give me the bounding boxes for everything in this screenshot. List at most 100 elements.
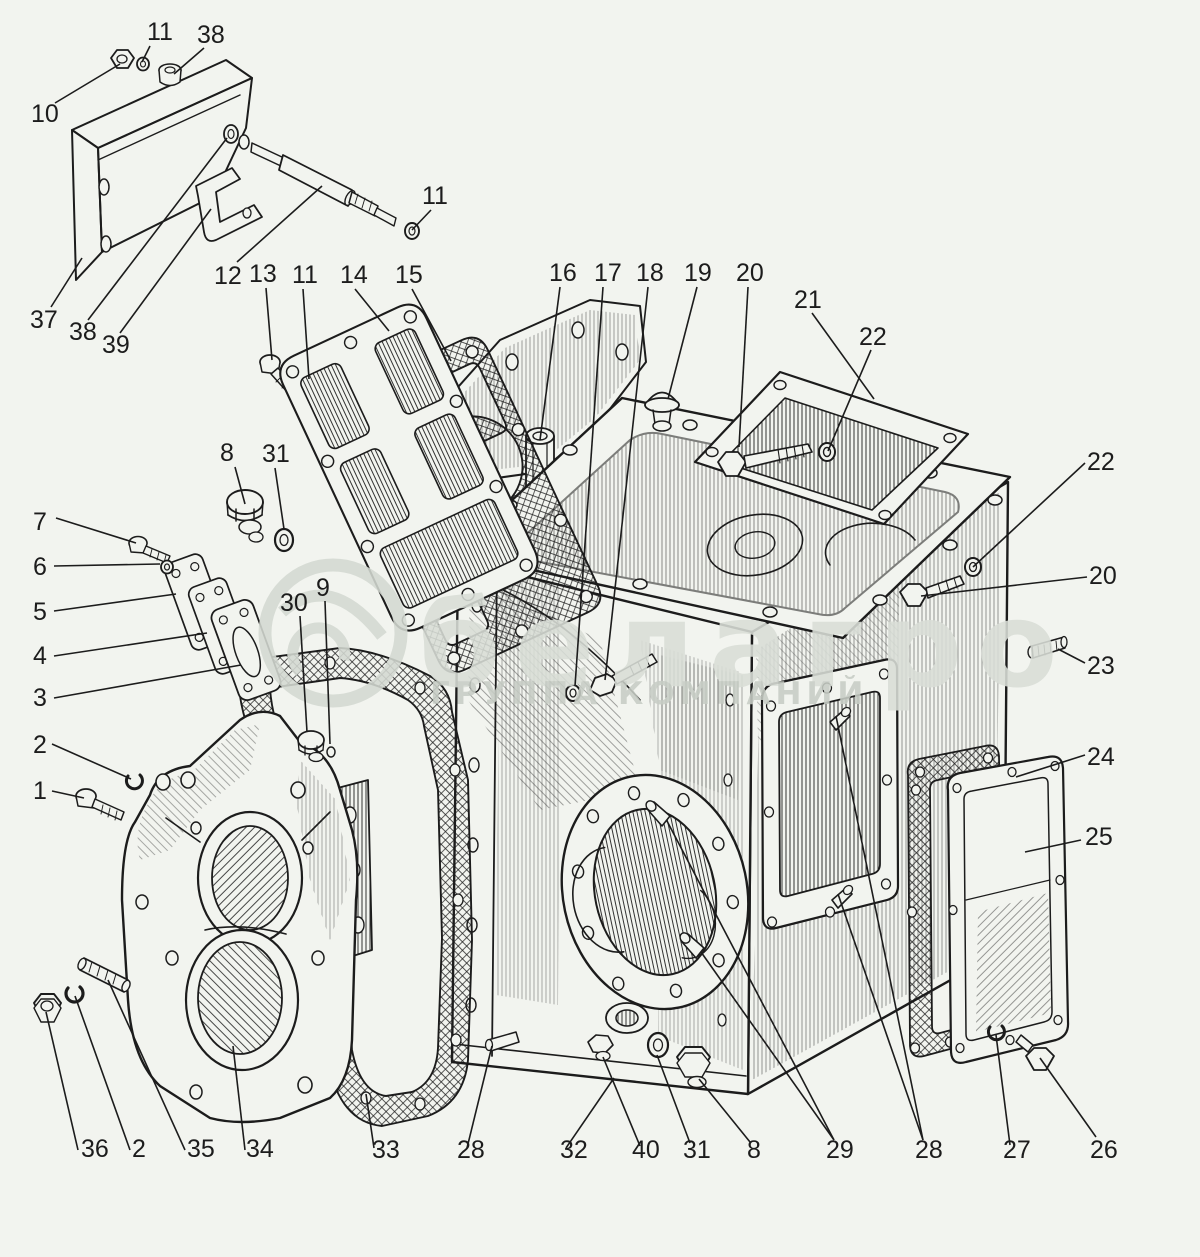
callout-leader-11: [302, 288, 310, 380]
callout-leader-4: [53, 632, 208, 657]
callout-label-39: 39: [102, 331, 130, 359]
callout-label-6: 6: [33, 553, 47, 581]
callout-leader-22: [827, 349, 872, 452]
callout-label-22: 22: [859, 323, 887, 351]
watermark-subtitle: ГРУППА КОМПАНИЙ: [430, 676, 868, 712]
lock-washer-2b: [64, 985, 85, 1004]
callout-label-12: 12: [214, 262, 242, 290]
dowel-pins-28: [829, 706, 854, 909]
hole-9: [326, 746, 336, 758]
callout-label-31: 31: [683, 1136, 711, 1164]
callout-label-18: 18: [636, 259, 664, 287]
callout-leader-12: [236, 185, 323, 263]
lock-washer-2t: [124, 773, 144, 791]
callout-leader-15: [411, 288, 452, 362]
callout-leader-2: [74, 995, 131, 1151]
stud-23: [1027, 635, 1068, 659]
callout-label-27: 27: [1003, 1136, 1031, 1164]
callout-label-30: 30: [280, 589, 308, 617]
callout-label-33: 33: [372, 1136, 400, 1164]
callout-label-4: 4: [33, 642, 47, 670]
callout-label-28: 28: [915, 1136, 943, 1164]
callout-leader-32: [565, 1077, 615, 1149]
callout-leader-40: [602, 1056, 641, 1147]
callout-leader-33: [365, 1093, 375, 1149]
callout-leader-11: [141, 45, 151, 63]
callout-leader-19: [667, 286, 698, 400]
nut-10: [110, 49, 135, 69]
callout-leader-25: [1024, 839, 1082, 853]
callout-label-10: 10: [31, 100, 59, 128]
callout-leader-36: [45, 1011, 79, 1151]
callout-leader-22: [972, 462, 1086, 568]
callout-leader-29: [666, 820, 835, 1141]
oval-opening-flange: [560, 773, 750, 1011]
callout-leader-34: [232, 1045, 246, 1151]
callout-label-2: 2: [132, 1135, 146, 1163]
callout-label-7: 7: [33, 508, 47, 536]
stud-lower-left: [484, 1031, 520, 1052]
callout-label-8: 8: [220, 439, 234, 467]
strap-39: [195, 167, 263, 242]
callout-label-38: 38: [197, 21, 225, 49]
callout-leader-35: [107, 979, 186, 1151]
callout-leader-5: [53, 593, 177, 612]
callout-leader-30: [299, 615, 308, 733]
callout-label-3: 3: [33, 684, 47, 712]
callout-leader-26: [1039, 1057, 1097, 1138]
callout-label-15: 15: [395, 261, 423, 289]
bolt-7: [128, 535, 171, 564]
callout-leader-13: [265, 287, 273, 361]
callout-label-36: 36: [81, 1135, 109, 1163]
callout-leader-38: [87, 137, 228, 321]
callout-leader-31: [656, 1054, 691, 1144]
pin-12: [250, 142, 397, 227]
callout-label-1: 1: [33, 777, 47, 805]
washer-11a: [136, 56, 150, 72]
side-opening-flange: [760, 658, 900, 930]
callout-label-26: 26: [1090, 1136, 1118, 1164]
callout-label-11: 11: [422, 182, 448, 210]
callout-label-38: 38: [69, 318, 97, 346]
callout-leader-27: [995, 1034, 1011, 1146]
callout-label-37: 37: [30, 306, 58, 334]
ring-31t: [273, 527, 295, 553]
callout-label-35: 35: [187, 1135, 215, 1163]
grommet-38: [158, 63, 182, 87]
callout-label-19: 19: [684, 259, 712, 287]
callout-label-11: 11: [292, 261, 318, 289]
bolt-washer-cluster: [565, 653, 658, 702]
callout-label-22: 22: [1087, 448, 1115, 476]
callout-leader-21: [811, 312, 875, 400]
callout-label-5: 5: [33, 598, 47, 626]
callout-leader-1: [51, 790, 85, 799]
callout-leader-20: [920, 576, 1088, 597]
stud-top: [717, 442, 836, 477]
callout-label-20: 20: [736, 259, 764, 287]
watermark-word: белагро: [418, 576, 1072, 714]
callout-label-11: 11: [147, 18, 173, 46]
cover-25: [946, 755, 1070, 1064]
callout-label-34: 34: [246, 1135, 274, 1163]
front-plate-34: [120, 710, 359, 1124]
washer-6: [160, 559, 174, 575]
callout-leader-11: [411, 209, 432, 231]
callout-label-21: 21: [794, 286, 822, 314]
callout-label-13: 13: [249, 260, 277, 288]
callout-leader-17: [574, 286, 604, 687]
callout-leader-37: [50, 257, 83, 308]
callout-label-20: 20: [1089, 562, 1117, 590]
breather-cap: [644, 391, 680, 432]
watermark: белагро ГРУППА КОМПАНИЙ: [258, 558, 1072, 714]
callout-leader-7: [55, 517, 137, 544]
callout-label-40: 40: [632, 1136, 660, 1164]
callout-leader-24: [1015, 754, 1086, 778]
callout-leader-28: [837, 893, 924, 1141]
callout-leader-20: [738, 286, 749, 448]
callout-leader-8: [698, 1078, 751, 1143]
callout-leader-3: [53, 664, 242, 699]
callout-label-31: 31: [262, 440, 290, 468]
plug-30: [297, 730, 325, 763]
